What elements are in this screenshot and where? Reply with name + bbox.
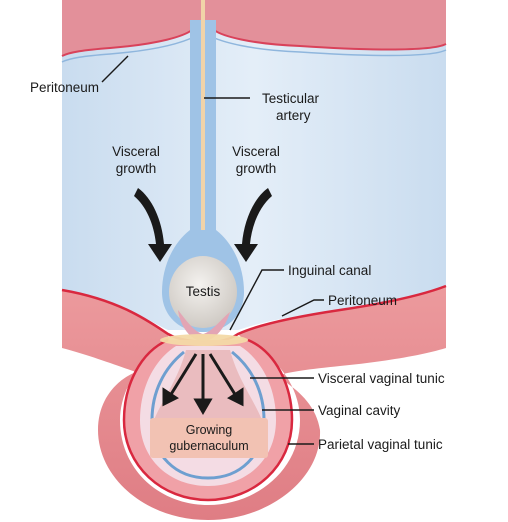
peritoneum-top-band xyxy=(62,0,446,56)
parietal-vaginal-tunic-line xyxy=(122,338,294,502)
label-vaginal-cavity: Vaginal cavity xyxy=(318,403,401,418)
label-testicular-artery-line2: artery xyxy=(276,108,311,123)
label-visceral-growth-left-line1: Visceral xyxy=(112,144,160,159)
peritoneum-top-line xyxy=(61,29,447,57)
visceral-growth-arrow-left xyxy=(134,188,172,262)
label-peritoneum-top: Peritoneum xyxy=(30,80,99,95)
label-visceral-growth-left-line2: growth xyxy=(116,161,157,176)
visceral-growth-arrow-right xyxy=(234,188,272,262)
leader-peritoneum-right xyxy=(281,299,324,317)
visceral-vaginal-tunic-line xyxy=(150,350,266,480)
leader-inguinal-canal xyxy=(229,269,284,331)
gubernaculum-stalk xyxy=(154,350,262,420)
growing-gubernaculum-box xyxy=(150,418,268,458)
label-visceral-growth-right-line2: growth xyxy=(236,161,277,176)
label-visceral-growth-right-line1: Visceral xyxy=(232,144,280,159)
gubernaculum-growth-arrows xyxy=(162,353,244,415)
leader-peritoneum-top xyxy=(101,55,129,83)
inguinal-canal-ring xyxy=(160,334,248,346)
epididymis xyxy=(178,310,230,342)
label-parietal-vaginal-tunic: Parietal vaginal tunic xyxy=(318,437,443,452)
label-testicular-artery-line1: Testicular xyxy=(262,91,320,106)
testis xyxy=(169,256,237,328)
label-testis: Testis xyxy=(186,284,221,299)
label-growing-gubernaculum-line1: Growing xyxy=(186,423,233,437)
label-inguinal-canal: Inguinal canal xyxy=(288,263,371,278)
label-visceral-vaginal-tunic: Visceral vaginal tunic xyxy=(318,371,445,386)
label-peritoneum-right: Peritoneum xyxy=(328,293,397,308)
label-growing-gubernaculum-line2: gubernaculum xyxy=(169,439,248,453)
